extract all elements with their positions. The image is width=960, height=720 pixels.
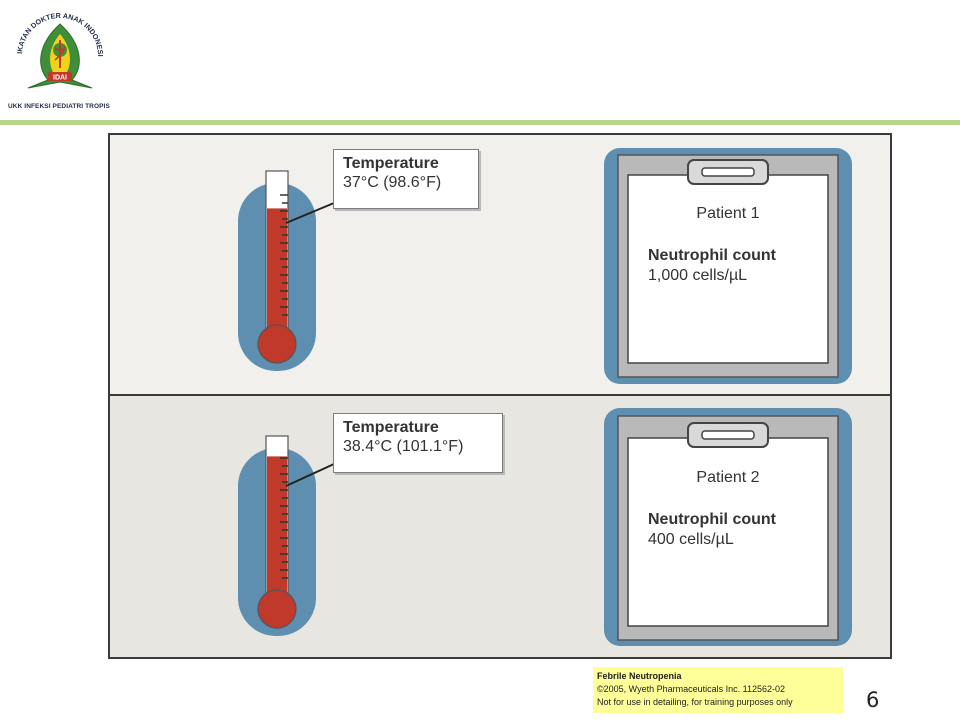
clipboard-paper <box>627 174 829 364</box>
figure-frame: Temperature 37°C (98.6°F) Patient 1 Neut… <box>108 133 892 659</box>
panel-patient-1: Temperature 37°C (98.6°F) Patient 1 Neut… <box>110 135 890 396</box>
panel-patient-2: Temperature 38.4°C (101.1°F) Patient 2 N… <box>110 396 890 657</box>
thermometer-ticks <box>280 457 288 579</box>
patient-label: Patient 2 <box>696 469 760 486</box>
unit-name: UKK INFEKSI PEDIATRI TROPIS <box>8 103 110 110</box>
temperature-pointer <box>285 202 335 224</box>
thermometer-mercury <box>267 208 287 341</box>
logo-badge-text: IDAI <box>53 75 67 82</box>
thermometer-ticks <box>280 194 288 316</box>
thermometer-mercury <box>267 456 287 606</box>
temperature-pointer <box>285 463 335 487</box>
idai-logo: IKATAN DOKTER ANAK INDONESIA IDAI <box>5 0 118 116</box>
temperature-label: Temperature <box>343 419 439 436</box>
thermometer-bulb <box>257 324 297 364</box>
footer-title: Febrile Neutropenia <box>597 671 682 681</box>
neutrophil-count-label: Neutrophil count <box>648 247 776 264</box>
header-divider <box>0 120 960 125</box>
temperature-label: Temperature <box>343 155 439 172</box>
thermometer-bulb <box>257 589 297 629</box>
temperature-callout: Temperature 38.4°C (101.1°F) <box>333 413 503 473</box>
page-number: 6 <box>866 688 880 712</box>
footer-note: Febrile Neutropenia ©2005, Wyeth Pharmac… <box>593 667 843 713</box>
neutrophil-count-value: 1,000 cells/µL <box>648 267 748 284</box>
footer-disclaimer: Not for use in detailing, for training p… <box>597 697 793 707</box>
footer-copyright: ©2005, Wyeth Pharmaceuticals Inc. 112562… <box>597 684 785 694</box>
patient-label: Patient 1 <box>696 205 760 222</box>
temperature-value: 38.4°C (101.1°F) <box>343 438 464 455</box>
neutrophil-count-label: Neutrophil count <box>648 511 776 528</box>
temperature-value: 37°C (98.6°F) <box>343 174 442 191</box>
neutrophil-count-value: 400 cells/µL <box>648 531 734 548</box>
temperature-callout: Temperature 37°C (98.6°F) <box>333 149 479 209</box>
